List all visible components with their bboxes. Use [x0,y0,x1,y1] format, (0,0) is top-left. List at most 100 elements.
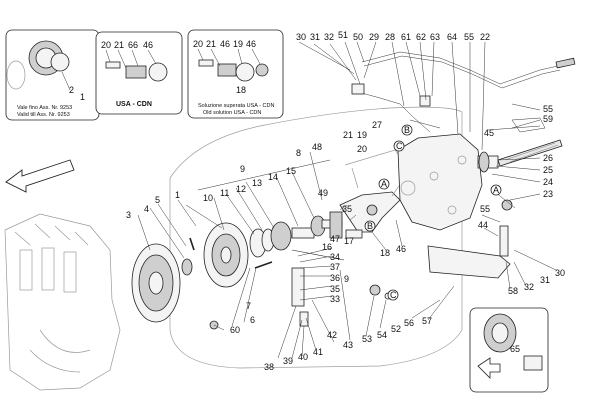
callout-47: 47 [330,234,340,244]
callout-31: 31 [540,275,550,285]
callout-38: 38 [264,362,274,372]
callout-33: 33 [330,294,340,304]
marker-c: C [390,290,397,300]
callout-9: 9 [240,164,245,174]
callout-46: 46 [220,39,230,49]
inset-clutch-kit: 65 [469,307,549,393]
callout-42: 42 [327,330,337,340]
callout-6: 6 [250,315,255,325]
inset-caption-line1: Soluzione superata USA - CDN [198,103,274,109]
assembly-outline [169,106,463,369]
callout-52: 52 [391,324,401,334]
callout-45: 45 [484,128,494,138]
callout-24: 24 [543,177,553,187]
callout-41: 41 [313,347,323,357]
callout-50: 50 [353,32,363,42]
callout-51: 51 [338,30,348,40]
inset-old-solution: 20 21 46 19 46 18 Soluzione superata USA… [187,29,284,119]
callout-62: 62 [416,32,426,42]
callout-1: 1 [175,190,180,200]
right-bracket [427,117,546,279]
callout-19: 19 [357,130,367,140]
callout-17: 17 [344,236,354,246]
flywheel [131,243,181,323]
callout-36: 36 [330,273,340,283]
callout-30: 30 [296,32,306,42]
inset-usa-cdn: 20 21 66 46 USA - CDN [95,31,183,115]
callout-54: 54 [377,330,387,340]
callout-58: 58 [508,286,518,296]
marker-b: B [367,221,373,231]
callout-59: 59 [543,114,553,124]
reference-markers: A A B B C C [364,124,502,301]
callout-55: 55 [464,32,474,42]
pilot-bearing [181,258,193,276]
callout-26: 26 [543,153,553,163]
callout-35: 35 [342,204,352,214]
callout-34: 34 [330,252,340,262]
input-shaft [477,139,563,173]
clutch-fork [339,191,401,233]
callout-48: 48 [312,142,322,152]
callout-3: 3 [126,210,131,220]
callout-8: 8 [296,148,301,158]
callout-19: 19 [233,39,243,49]
callout-53: 53 [362,334,372,344]
inset-caption-line2: Valid till Ass. Nr. 9253 [17,112,70,118]
inset-caption: USA - CDN [116,101,152,108]
callout-56: 56 [404,318,414,328]
bell-housing [397,133,483,231]
callout-16: 16 [322,242,332,252]
callout-55: 55 [480,204,490,214]
lower-parts [291,249,392,327]
callout-63: 63 [430,32,440,42]
callout-11: 11 [220,188,229,198]
leader-lines [137,41,557,359]
callout-22: 22 [480,32,490,42]
marker-c: C [396,141,403,151]
callout-15: 15 [286,166,296,176]
callout-29: 29 [369,32,379,42]
callout-46: 46 [246,39,256,49]
callout-20: 20 [193,39,203,49]
callout-60: 60 [230,325,240,335]
callout-2: 2 [69,85,74,95]
callout-32: 32 [324,32,334,42]
callout-27: 27 [372,120,382,130]
callout-39: 39 [283,356,293,366]
inset-caption-line1: Vale fino Ass. Nr. 9253 [17,105,72,111]
clutch-pack [203,221,292,288]
callout-65: 65 [510,344,520,354]
callout-7: 7 [246,301,251,311]
callout-20: 20 [357,144,367,154]
callout-18: 18 [236,85,246,95]
callout-49: 49 [318,188,328,198]
callout-43: 43 [343,340,353,350]
callout-66: 66 [128,40,138,50]
callout-32: 32 [524,282,534,292]
callout-21: 21 [114,40,124,50]
callout-25: 25 [543,165,553,175]
callout-35: 35 [330,284,340,294]
inset-caption-line2: Old solution USA - CDN [203,110,261,116]
marker-b: B [404,125,410,135]
marker-a: A [381,179,387,189]
callout-18: 18 [380,248,390,258]
callout-1: 1 [80,92,85,102]
callout-55: 55 [543,104,553,114]
hydraulic-pipes [351,51,576,133]
callout-37: 37 [330,262,340,272]
engine-block [4,213,121,391]
inset-old-clutch: 2 1 Vale fino Ass. Nr. 9253 Valid till A… [5,29,100,121]
callout-5: 5 [155,195,160,205]
callout-9: 9 [344,274,349,284]
callout-23: 23 [543,189,553,199]
callouts: 30 31 32 51 50 29 28 61 62 63 64 55 22 5… [126,30,565,372]
callout-30: 30 [555,268,565,278]
front-direction-arrow [5,159,75,193]
callout-61: 61 [401,32,411,42]
callout-21: 21 [206,39,216,49]
marker-a: A [493,185,499,195]
callout-10: 10 [203,193,213,203]
